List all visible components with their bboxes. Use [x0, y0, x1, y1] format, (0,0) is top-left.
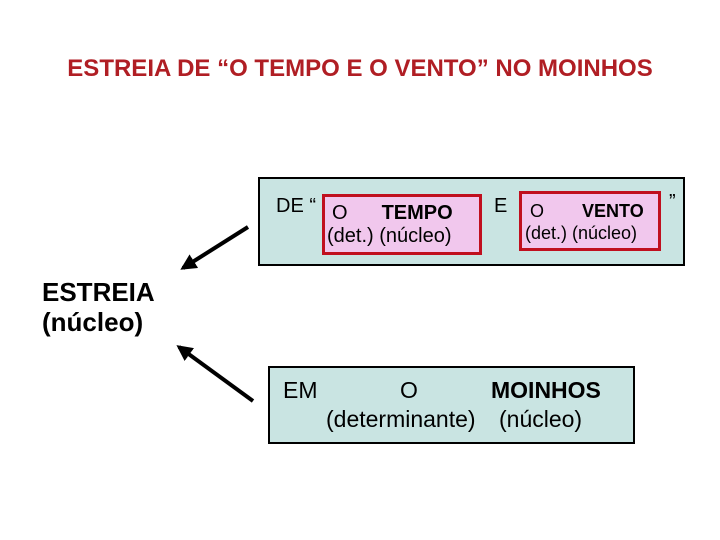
estreia-label: ESTREIA (núcleo): [42, 277, 155, 337]
lower-connector-arrow: [176, 345, 255, 403]
upper-connector-arrow: [180, 225, 250, 270]
pp-em-box: EM O MOINHOS (determinante) (núcleo): [268, 366, 635, 444]
tempo-highlight-box: O TEMPO (det.) (núcleo): [322, 194, 482, 255]
estreia-role: (núcleo): [42, 307, 144, 337]
conjunction-label: E: [494, 195, 508, 217]
de-prefix-label: DE “: [276, 195, 316, 217]
estreia-word: ESTREIA: [42, 277, 155, 307]
tempo-noun-label: TEMPO: [381, 202, 453, 224]
vento-det-label: O: [530, 201, 545, 221]
pp-de-box: DE “ O TEMPO (det.) (núcleo) E O VENTO (…: [258, 177, 685, 266]
tempo-phrase-row: O TEMPO: [325, 197, 479, 224]
vento-highlight-box: O VENTO (det.) (núcleo): [519, 191, 661, 251]
em-prep-label: EM: [283, 377, 318, 403]
tempo-roles-label: (det.) (núcleo): [327, 225, 452, 247]
vento-phrase-row: O VENTO: [522, 194, 658, 221]
tempo-det-label: O: [332, 202, 348, 224]
nucleo-role-label: (núcleo): [499, 406, 583, 432]
determinante-role-label: (determinante): [326, 406, 476, 432]
vento-noun-label: VENTO: [582, 201, 644, 221]
vento-roles-label: (det.) (núcleo): [525, 223, 638, 243]
moinhos-det-label: O: [400, 377, 418, 403]
moinhos-noun-label: MOINHOS: [491, 377, 601, 403]
closing-quote-label: ”: [669, 191, 676, 213]
slide-title: ESTREIA DE “O TEMPO E O VENTO” NO MOINHO…: [67, 55, 653, 82]
